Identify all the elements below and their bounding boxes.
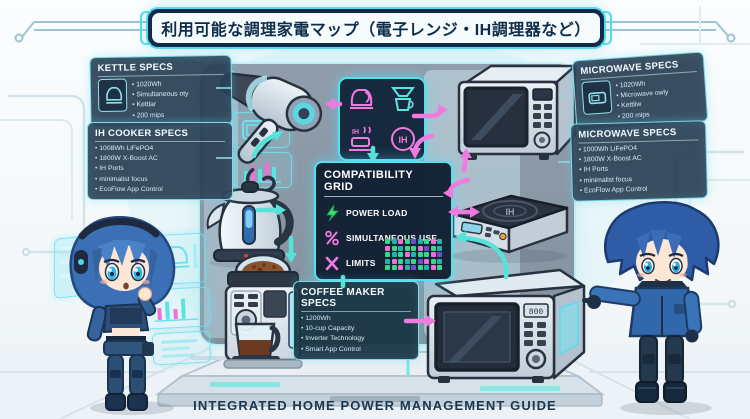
compatibility-cells [385, 239, 442, 270]
ih-burner-icon: IH [349, 126, 373, 151]
footer-title: INTEGRATED HOME POWER MANAGEMENT GUIDE [193, 398, 557, 413]
spec-bullet: 1008Wh LiFePO4 [95, 144, 225, 154]
compat-row-label: POWER LOAD [346, 208, 408, 218]
ih-cooktop-label: IH [506, 207, 515, 217]
spec-bullet: 1200Wh [301, 314, 411, 324]
spec-bullet: minimalist focus [95, 175, 225, 185]
microwave-top-illustration [457, 64, 577, 160]
mini-bars-icon [154, 298, 198, 322]
kettle-glyph-icon [105, 86, 122, 104]
microwave-panel-icon [581, 80, 613, 115]
compat-row-simultaneous-use: SIMULTANEOUS USE [324, 229, 443, 247]
compat-row-power-load: POWER LOAD [324, 204, 443, 222]
spec-bullet: Smart App Control [301, 345, 411, 355]
ih-burner-label: IH [352, 129, 359, 136]
title-banner: 利用可能な調理家電マップ（電子レンジ・IH調理器など） [140, 9, 612, 47]
girl-character [69, 216, 176, 415]
coffee-icon [391, 87, 415, 111]
microwave-specs-panel-right: MICROWAVE SPECS 1000Wh LiFePO4 1800W X-B… [570, 120, 708, 202]
kettle-specs-panel: KETTLE SPECS 1020Wh Simultaneous oty Ket… [89, 54, 233, 127]
ih-circle-label: IH [399, 135, 408, 145]
title-banner-inner: 利用可能な調理家電マップ（電子レンジ・IH調理器など） [152, 13, 600, 43]
spec-bullet: EcoFlow App Control [580, 183, 700, 196]
spec-bullet: 200 mips [132, 110, 189, 121]
ih-cooker-specs-title: IH COOKER SPECS [95, 128, 225, 142]
spec-bullet: EcoFlow App Control [95, 185, 225, 195]
compat-row-label: SIMULTANEOUS USE [346, 233, 438, 243]
kettle-specs-title: KETTLE SPECS [97, 60, 224, 78]
coffee-maker-specs-panel: COFFEE MAKER SPECS 1200Wh 10-cup Capacit… [293, 281, 419, 360]
kettle-panel-icon [97, 78, 128, 113]
microwave-specs-panel-top: MICROWAVE SPECS 1020Wh Microwave owly Ke… [571, 51, 709, 131]
appliance-icon-grid: IH IH [338, 77, 426, 161]
main-title: 利用可能な調理家電マップ（電子レンジ・IH調理器など） [161, 22, 591, 39]
spec-bullet: 1800W X-Boost AC [95, 154, 225, 164]
ih-circle-icon: IH [391, 127, 415, 151]
microwave-specs-title-right: MICROWAVE SPECS [578, 126, 699, 144]
ih-cooker-illustration: IH [451, 194, 569, 263]
microwave-bottom-illustration: 800 [426, 268, 586, 383]
spec-bullet: 10-cup Capacity [301, 324, 411, 334]
spec-bullet: Inverter Technology [301, 334, 411, 344]
kettle-icon [350, 89, 373, 109]
ih-cooker-specs-panel: IH COOKER SPECS 1008Wh LiFePO4 1800W X-B… [87, 122, 233, 200]
percent-lightning-icon [325, 230, 339, 246]
compatibility-grid-panel: COMPATIBILITY GRID POWER LOAD SIMULTANEO… [314, 161, 453, 281]
microwave-glyph-icon [587, 91, 606, 104]
lightning-icon [326, 204, 339, 222]
boy-character [582, 200, 720, 415]
compat-row-limits: LIMITS [324, 254, 443, 272]
compat-row-label: LIMITS [346, 258, 376, 268]
microwave-display: 800 [529, 308, 544, 317]
text-lines-icon [161, 339, 198, 358]
coffee-maker-specs-title: COFFEE MAKER SPECS [301, 287, 411, 312]
spec-bullet: IH Ports [95, 164, 225, 174]
x-icon [325, 256, 339, 271]
spec-bullet: Simultaneous oty [132, 90, 189, 101]
compatibility-grid-title: COMPATIBILITY GRID [324, 169, 443, 197]
coffee-maker-illustration [223, 253, 303, 369]
